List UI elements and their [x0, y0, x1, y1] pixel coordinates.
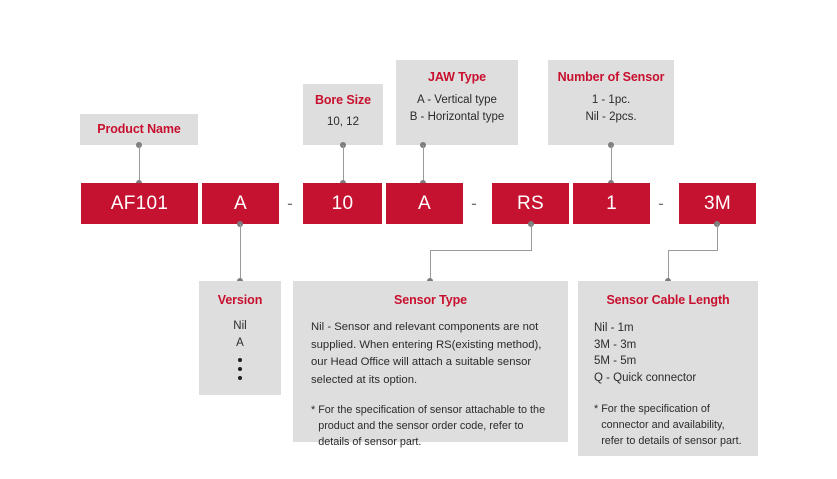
- callout-bore-size-title: Bore Size: [314, 93, 372, 107]
- vertical-ellipsis-icon: [199, 358, 281, 381]
- connector-line-number-of-sensor: [611, 145, 612, 183]
- callout-cable-length-lines: Nil - 1m 3M - 3m 5M - 5m Q - Quick conne…: [594, 322, 697, 385]
- connector-line-sensor-type-v2: [430, 250, 431, 281]
- callout-bore-size-lines: 10, 12: [327, 116, 359, 128]
- code-segment-version[interactable]: A: [202, 183, 279, 224]
- callout-bore-size: Bore Size 10, 12: [303, 84, 383, 145]
- connector-line-cable-length-v2: [668, 250, 669, 281]
- code-segment-bore-size[interactable]: 10: [303, 183, 382, 224]
- connector-line-bore-size: [343, 145, 344, 183]
- code-segment-bore-size-value: 10: [331, 192, 354, 214]
- connector-line-sensor-type-h: [430, 250, 532, 251]
- connector-line-version: [240, 224, 241, 281]
- callout-jaw-type-lines: A - Vertical type B - Horizontal type: [409, 94, 505, 123]
- code-segment-sensor-type[interactable]: RS: [492, 183, 569, 224]
- callout-sensor-type-note: * For the specification of sensor attach…: [311, 402, 550, 451]
- callout-sensor-type-title: Sensor Type: [394, 293, 467, 307]
- callout-version: Version Nil A: [199, 281, 281, 395]
- code-segment-cable-length-value: 3M: [704, 192, 731, 214]
- code-segment-version-value: A: [234, 192, 247, 214]
- callout-product-name: Product Name: [80, 114, 198, 145]
- code-segment-sensor-type-value: RS: [517, 192, 544, 214]
- callout-jaw-type-title: JAW Type: [427, 70, 486, 84]
- code-segment-number-of-sensor[interactable]: 1: [573, 183, 650, 224]
- callout-number-of-sensor-title: Number of Sensor: [557, 70, 665, 84]
- code-separator-3: -: [658, 193, 664, 213]
- code-segment-product-name-value: AF101: [110, 192, 169, 214]
- callout-sensor-type-note-text: For the specification of sensor attachab…: [318, 404, 546, 449]
- code-segment-number-of-sensor-value: 1: [606, 192, 617, 214]
- connector-line-sensor-type-v1: [531, 224, 532, 250]
- callout-cable-length-title: Sensor Cable Length: [606, 293, 730, 307]
- code-segment-jaw-type[interactable]: A: [386, 183, 463, 224]
- callout-sensor-type-note-star: *: [311, 404, 316, 416]
- callout-cable-length: Sensor Cable Length Nil - 1m 3M - 3m 5M …: [578, 281, 758, 456]
- callout-version-title: Version: [217, 293, 263, 307]
- callout-sensor-type-paragraph: Nil - Sensor and relevant components are…: [311, 321, 542, 386]
- code-separator-1: -: [287, 193, 293, 213]
- code-segment-jaw-type-value: A: [418, 192, 431, 214]
- connector-line-cable-length-h: [668, 250, 718, 251]
- callout-number-of-sensor: Number of Sensor 1 - 1pc. Nil - 2pcs.: [548, 60, 674, 145]
- callout-sensor-type: Sensor Type Nil - Sensor and relevant co…: [293, 281, 568, 448]
- callout-version-lines: Nil A: [233, 320, 247, 349]
- callout-jaw-type: JAW Type A - Vertical type B - Horizonta…: [396, 60, 518, 145]
- connector-line-jaw-type: [423, 145, 424, 183]
- callout-product-name-title: Product Name: [97, 122, 181, 136]
- code-segment-cable-length[interactable]: 3M: [679, 183, 756, 224]
- callout-cable-length-note-text: For the specification of connector and a…: [601, 402, 742, 448]
- connector-line-product-name: [139, 145, 140, 183]
- callout-number-of-sensor-lines: 1 - 1pc. Nil - 2pcs.: [585, 94, 637, 123]
- code-separator-2: -: [471, 193, 477, 213]
- callout-cable-length-note: * For the specification of connector and…: [594, 401, 742, 450]
- connector-line-cable-length-v1: [717, 224, 718, 250]
- code-segment-product-name[interactable]: AF101: [81, 183, 198, 224]
- callout-cable-length-note-star: *: [594, 402, 599, 415]
